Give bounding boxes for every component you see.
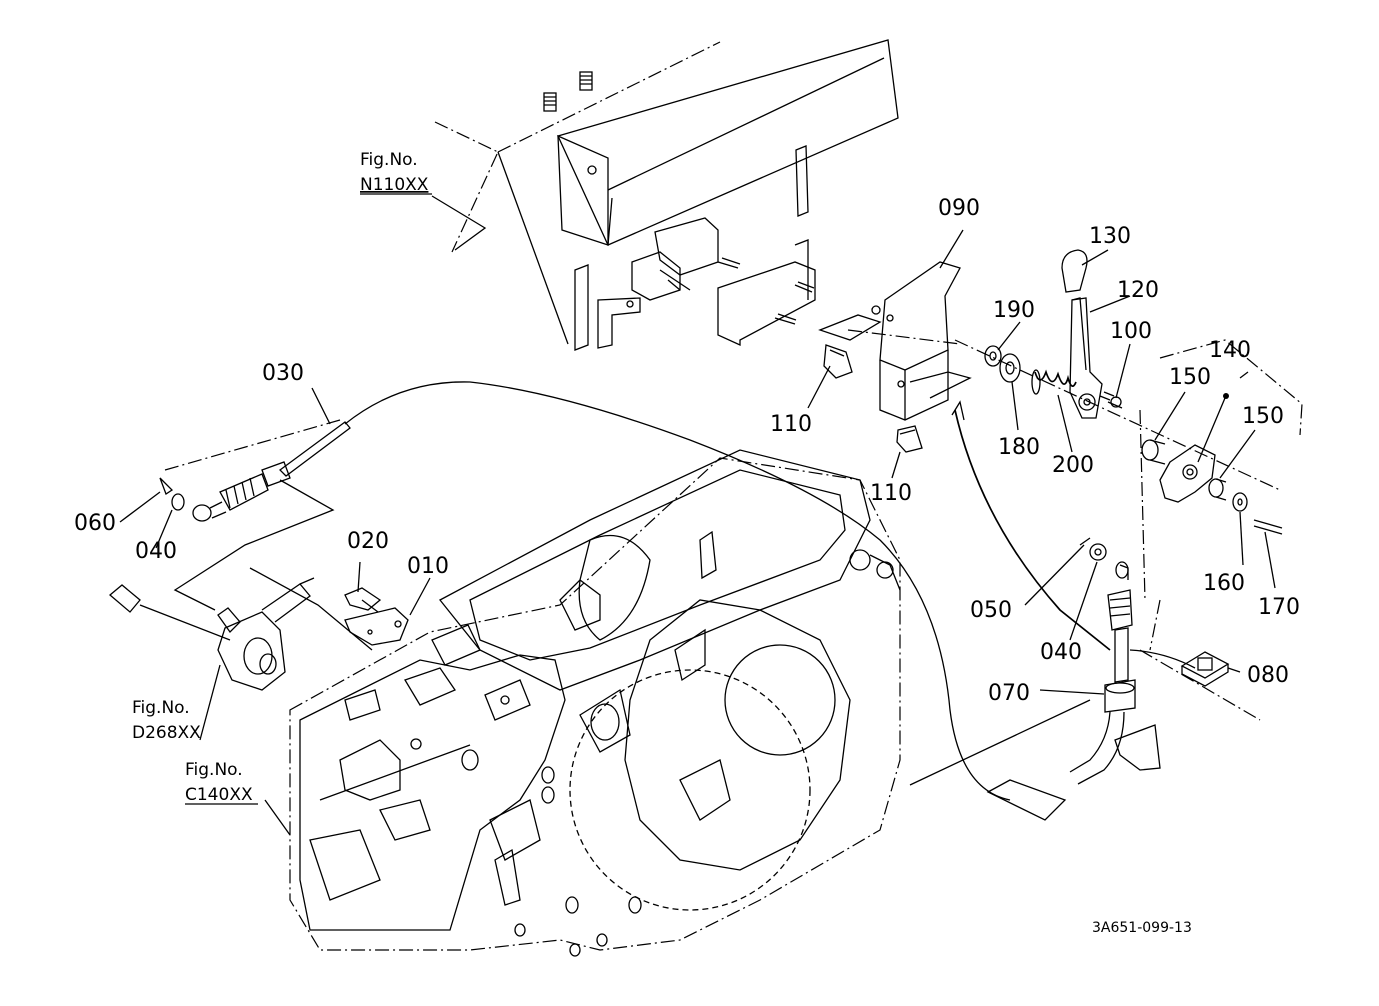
- part-label-010[interactable]: 010: [407, 554, 449, 579]
- drawing-code: 3A651-099-13: [1092, 920, 1192, 936]
- part-label-180[interactable]: 180: [998, 435, 1040, 460]
- part-label-020[interactable]: 020: [347, 529, 389, 554]
- part-label-150-lower[interactable]: 150: [1242, 404, 1284, 429]
- bracket-010-drawing: [344, 587, 409, 646]
- bracket-090-drawing: [818, 261, 972, 453]
- cable-030-drawing: [159, 381, 1011, 801]
- pedal-rod-drawing: [951, 400, 1261, 821]
- part-label-120[interactable]: 120: [1117, 278, 1159, 303]
- part-label-110-upper[interactable]: 110: [770, 412, 812, 437]
- part-label-150-upper[interactable]: 150: [1169, 365, 1211, 390]
- part-label-090[interactable]: 090: [938, 196, 980, 221]
- part-label-170[interactable]: 170: [1258, 595, 1300, 620]
- lever-assembly-drawing: [954, 249, 1303, 535]
- fig-ref-c140-line2[interactable]: C140XX: [185, 785, 253, 805]
- part-label-110-lower[interactable]: 110: [870, 481, 912, 506]
- part-label-060[interactable]: 060: [74, 511, 116, 536]
- fig-ref-c140-line1: Fig.No.: [185, 760, 243, 780]
- part-label-190[interactable]: 190: [993, 298, 1035, 323]
- part-label-040-left[interactable]: 040: [135, 539, 177, 564]
- part-label-200[interactable]: 200: [1052, 453, 1094, 478]
- transmission-case-drawing: [289, 449, 901, 957]
- part-label-130[interactable]: 130: [1089, 224, 1131, 249]
- part-label-070[interactable]: 070: [988, 681, 1030, 706]
- leader-lines: [119, 195, 1276, 836]
- part-label-050[interactable]: 050: [970, 598, 1012, 623]
- part-label-030[interactable]: 030: [262, 361, 304, 386]
- fig-ref-n110-line1: Fig.No.: [360, 150, 418, 170]
- fig-ref-d268-line2[interactable]: D268XX: [132, 723, 201, 743]
- part-label-080[interactable]: 080: [1247, 663, 1289, 688]
- fig-ref-d268-line1: Fig.No.: [132, 698, 190, 718]
- part-label-100[interactable]: 100: [1110, 319, 1152, 344]
- governor-switch-drawing: [108, 577, 315, 691]
- part-label-040-right[interactable]: 040: [1040, 640, 1082, 665]
- dash-panel-drawing: [434, 39, 899, 351]
- part-label-160[interactable]: 160: [1203, 571, 1245, 596]
- fig-ref-n110-line2[interactable]: N110XX: [360, 175, 429, 195]
- part-label-140[interactable]: 140: [1209, 338, 1251, 363]
